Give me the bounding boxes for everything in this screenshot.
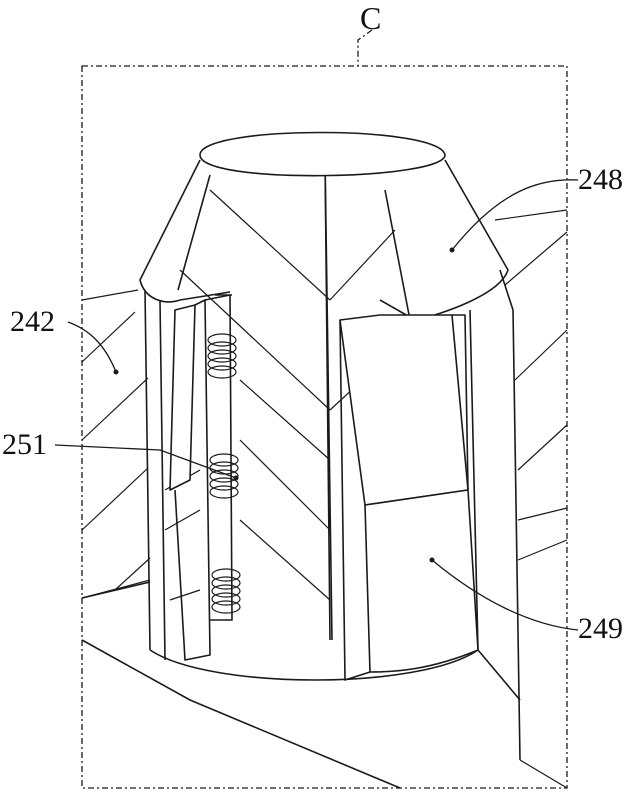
housing-right-hatching bbox=[494, 209, 568, 561]
leader-249-dot bbox=[429, 557, 435, 563]
part-label-cap: 248 bbox=[578, 163, 623, 196]
leader-249 bbox=[431, 559, 579, 631]
leader-lines bbox=[54, 179, 579, 631]
spring-top bbox=[207, 333, 237, 379]
part-label-housing: 242 bbox=[10, 305, 55, 338]
part-label-springs: 251 bbox=[2, 428, 47, 461]
spring-middle bbox=[209, 453, 239, 499]
housing-left-hatching bbox=[81, 289, 151, 599]
leader-c bbox=[357, 29, 373, 66]
springs-251 bbox=[207, 333, 241, 614]
cylinder-body bbox=[144, 289, 166, 661]
leader-248 bbox=[451, 179, 579, 251]
part-label-block: 249 bbox=[578, 612, 623, 645]
spring-bottom bbox=[211, 568, 241, 614]
detail-boundary-dashed bbox=[81, 65, 568, 789]
block-249 bbox=[339, 314, 479, 681]
cap-248 bbox=[139, 131, 509, 321]
leader-242-dot bbox=[113, 369, 119, 375]
leader-251 bbox=[54, 444, 237, 479]
base-plate bbox=[81, 581, 568, 789]
central-partition bbox=[309, 157, 333, 641]
right-post bbox=[469, 269, 521, 761]
leader-251-dot bbox=[233, 475, 239, 481]
leader-242 bbox=[67, 321, 117, 373]
left-latch-plate bbox=[169, 294, 233, 661]
leader-248-dot bbox=[449, 247, 455, 253]
detail-label-c: C bbox=[360, 0, 382, 36]
